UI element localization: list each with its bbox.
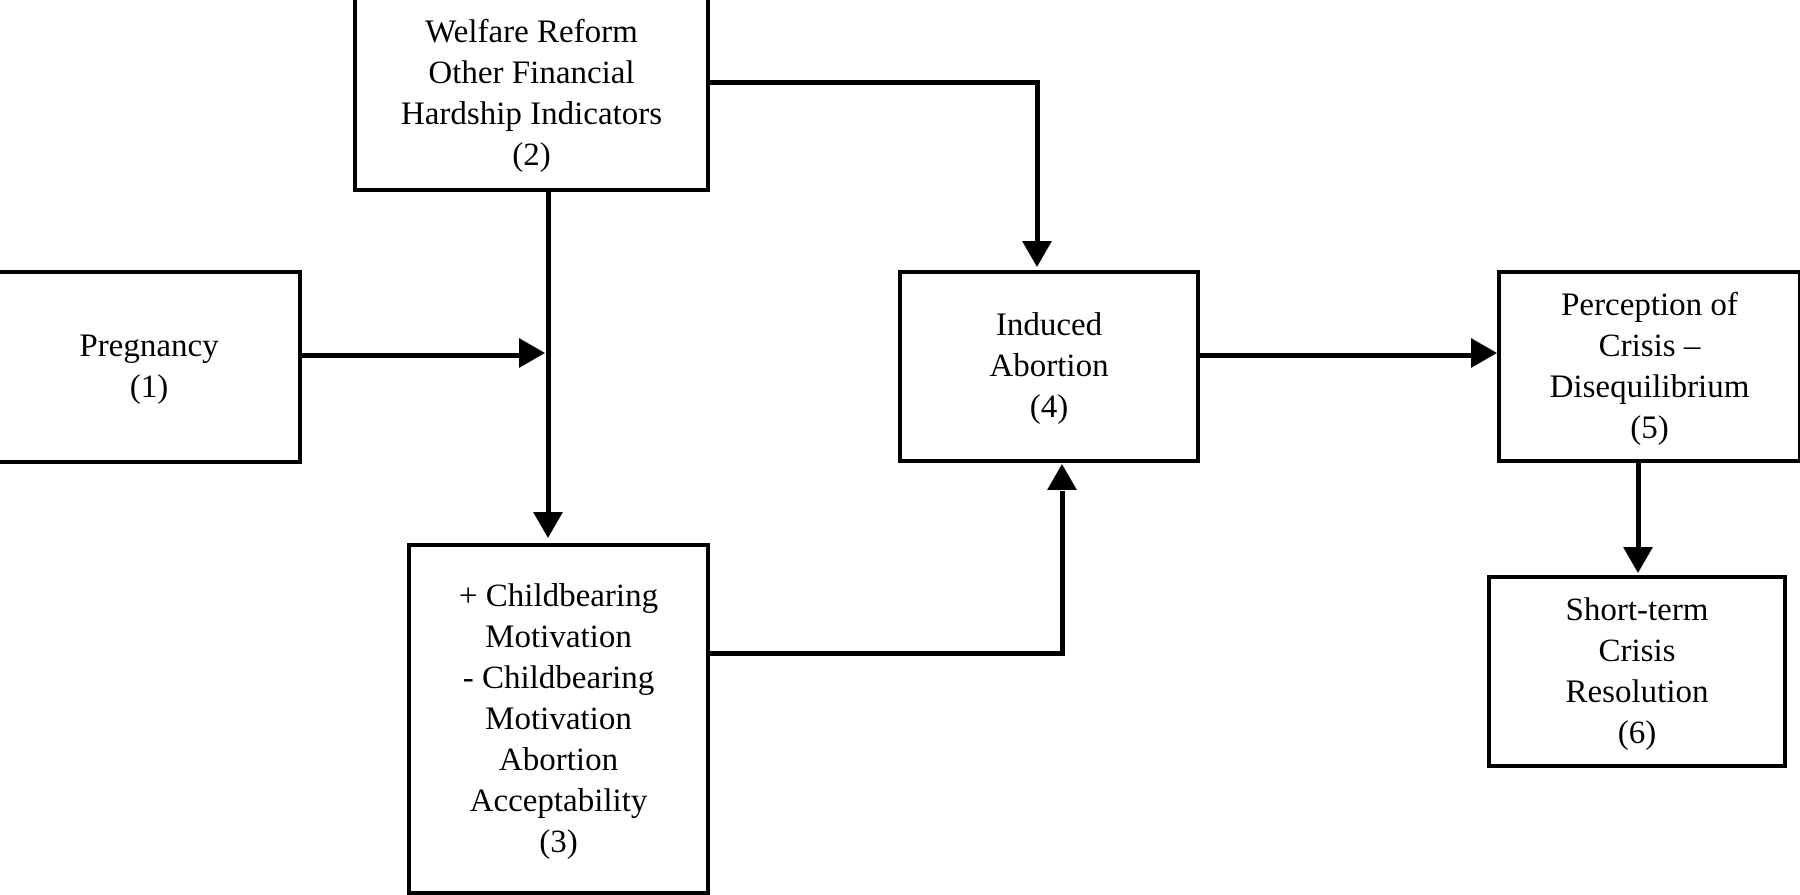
node-childbearing-motivation[interactable]: + Childbearing Motivation - Childbearing… — [407, 543, 710, 895]
arrowhead-down-icon-welfare-to-abortion — [1022, 241, 1052, 267]
node-short-term-crisis-resolution-line-0: Short-term — [1565, 591, 1709, 628]
node-welfare-reform[interactable]: Welfare Reform Other Financial Hardship … — [353, 0, 710, 192]
edge-welfare-to-abortion-horizontal — [710, 80, 1040, 85]
edge-pregnancy-to-childbearing-line — [302, 353, 524, 358]
node-pregnancy-line-1: (1) — [129, 369, 169, 405]
node-short-term-crisis-resolution-line-2: Resolution — [1565, 673, 1709, 710]
node-pregnancy-line-0: Pregnancy — [79, 328, 219, 364]
node-welfare-reform-line-1: Other Financial — [428, 55, 635, 91]
node-childbearing-motivation-line-6: (3) — [539, 823, 578, 860]
edge-childbearing-to-abortion-vertical — [1060, 491, 1065, 654]
arrowhead-down-icon-welfare-to-childbearing — [533, 512, 563, 538]
edge-welfare-to-abortion-vertical — [1035, 80, 1040, 244]
node-induced-abortion-line-0: Induced — [995, 307, 1103, 343]
node-perception-of-crisis[interactable]: Perception of Crisis – Disequilibrium (5… — [1497, 270, 1800, 463]
node-pregnancy[interactable]: Pregnancy (1) — [0, 270, 302, 464]
node-perception-of-crisis-line-0: Perception of — [1561, 286, 1738, 323]
arrowhead-down-icon-perception-to-resolution — [1623, 547, 1653, 573]
node-induced-abortion[interactable]: Induced Abortion (4) — [898, 270, 1200, 463]
edge-abortion-to-perception-horizontal — [1200, 353, 1475, 358]
edge-childbearing-to-abortion-horizontal — [710, 651, 1065, 656]
node-welfare-reform-line-2: Hardship Indicators — [400, 96, 663, 132]
node-childbearing-motivation-line-1: Motivation — [485, 618, 632, 655]
node-childbearing-motivation-line-0: + Childbearing — [458, 577, 659, 614]
edge-welfare-to-childbearing-vertical — [546, 192, 551, 515]
node-short-term-crisis-resolution-line-1: Crisis — [1598, 632, 1676, 669]
node-perception-of-crisis-line-2: Disequilibrium — [1549, 368, 1750, 405]
node-perception-of-crisis-line-3: (5) — [1630, 409, 1669, 446]
node-perception-of-crisis-line-1: Crisis – — [1598, 327, 1701, 364]
node-childbearing-motivation-line-5: Acceptability — [469, 782, 648, 819]
node-childbearing-motivation-line-3: Motivation — [485, 700, 632, 737]
node-short-term-crisis-resolution-line-3: (6) — [1617, 714, 1657, 751]
node-childbearing-motivation-line-4: Abortion — [498, 741, 619, 778]
node-childbearing-motivation-line-2: - Childbearing — [462, 659, 655, 696]
edge-perception-to-resolution-vertical — [1636, 463, 1641, 550]
node-short-term-crisis-resolution[interactable]: Short-term Crisis Resolution (6) — [1487, 575, 1787, 768]
arrowhead-up-icon-childbearing-to-abortion — [1047, 464, 1077, 490]
node-induced-abortion-line-2: (4) — [1029, 389, 1069, 425]
arrowhead-right-icon-pregnancy — [519, 338, 545, 368]
arrowhead-right-icon-abortion-to-perception — [1471, 338, 1497, 368]
node-induced-abortion-line-1: Abortion — [989, 348, 1109, 384]
node-welfare-reform-line-0: Welfare Reform — [425, 14, 638, 50]
node-welfare-reform-line-3: (2) — [512, 137, 551, 173]
